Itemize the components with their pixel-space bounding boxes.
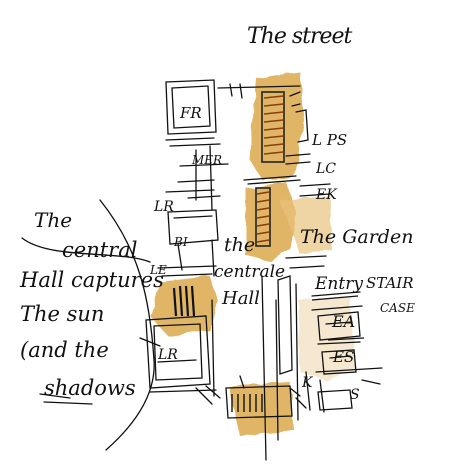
lr-upper-label: LR [154, 199, 174, 215]
k-label: K [302, 375, 313, 391]
note-hall-captures: Hall captures [20, 268, 164, 292]
hall-the-label: the [224, 234, 256, 256]
s-label: S [350, 387, 360, 403]
hall-centrale-label: centrale [214, 262, 286, 282]
lr-lower-label: LR [158, 347, 178, 363]
lc-label: LC [316, 161, 337, 177]
mer-label: MER [192, 153, 223, 167]
note-the: The [34, 208, 73, 232]
note-and-the: (and the [20, 338, 109, 362]
es-label: ES [333, 348, 355, 366]
ink-linework [21, 79, 383, 461]
le-label: LE [150, 263, 167, 277]
note-central: central [62, 238, 138, 262]
ea-label: EA [332, 312, 356, 331]
note-shadows: shadows [44, 376, 136, 400]
bi-label: BI [174, 235, 188, 249]
hall-label: Hall [222, 288, 260, 309]
ek-label: EK [316, 187, 337, 203]
note-the-sun: The sun [20, 302, 105, 326]
entry-label: Entry [315, 274, 363, 294]
garden-label: The Garden [300, 226, 414, 248]
hatch-strips [172, 91, 285, 412]
lps-label: L PS [312, 131, 348, 149]
fr-label: FR [180, 104, 202, 122]
staircase-label: CASE [380, 301, 415, 315]
stair-label: STAIR [366, 274, 414, 292]
street-label: The street [247, 24, 352, 49]
label-underlines [311, 295, 365, 341]
